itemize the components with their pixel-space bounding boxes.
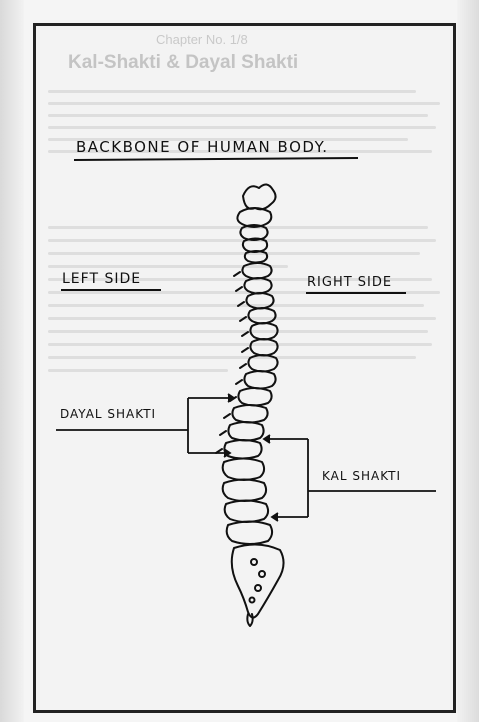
vertebra-t12 bbox=[224, 440, 261, 459]
vertebra-t3 bbox=[246, 293, 273, 309]
vertebra-l4 bbox=[227, 522, 272, 545]
vertebra-t11 bbox=[228, 422, 263, 441]
left-side-label: LEFT SIDE bbox=[62, 271, 141, 287]
page-edge-shadow-left bbox=[0, 0, 24, 722]
vertebra-t10 bbox=[232, 405, 267, 423]
diagram-frame: Chapter No. 1/8 Kal-Shakti & Dayal Shakt… bbox=[33, 23, 456, 713]
diagram-title: BACKBONE OF HUMAN BODY. bbox=[76, 138, 329, 156]
left-side-underline bbox=[61, 289, 161, 291]
spine-drawing bbox=[36, 26, 453, 710]
vertebra-l3 bbox=[225, 501, 268, 523]
vertebra-t9 bbox=[238, 388, 271, 406]
dayal-shakti-label: DAYAL SHAKTI bbox=[60, 407, 156, 421]
vertebra-t6 bbox=[250, 339, 277, 356]
vertebra-l1 bbox=[223, 459, 264, 481]
vertebra-t4 bbox=[248, 308, 275, 324]
right-side-underline bbox=[306, 292, 406, 294]
vertebra-t8 bbox=[244, 371, 275, 389]
dayal-bracket bbox=[56, 394, 234, 457]
vertebra-t7 bbox=[248, 355, 277, 372]
right-side-label: RIGHT SIDE bbox=[307, 275, 392, 290]
vertebra-l2 bbox=[223, 480, 266, 502]
vertebra-t5 bbox=[250, 323, 277, 340]
sacrum bbox=[232, 544, 284, 617]
page-edge-shadow-right bbox=[457, 0, 479, 722]
vertebra-t1 bbox=[242, 263, 271, 279]
kal-shakti-label: KAL SHAKTI bbox=[322, 469, 401, 483]
vertebra-c1 bbox=[243, 184, 276, 209]
vertebra-t2 bbox=[244, 278, 271, 294]
